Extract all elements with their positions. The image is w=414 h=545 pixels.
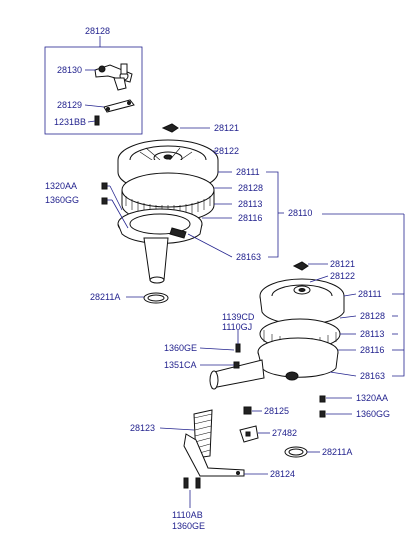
- label-28111-lower: 28111: [358, 289, 382, 299]
- label-28116-upper: 28116: [238, 213, 262, 223]
- label-1351CA: 1351CA: [164, 360, 197, 370]
- part-1231BB-screw: [94, 115, 100, 126]
- label-1360GG-upper: 1360GG: [45, 195, 79, 205]
- label-28121-upper: 28121: [214, 123, 239, 133]
- label-1360GG-lower: 1360GG: [356, 409, 390, 419]
- label-28128-lower: 28128: [360, 311, 385, 321]
- label-1139CD: 1139CD: [222, 312, 255, 322]
- label-28163-lower: 28163: [360, 371, 385, 381]
- part-1360GG-nut-upper: [101, 197, 108, 205]
- bracket-detail-box: [44, 36, 143, 135]
- label-1110AB: 1110AB: [172, 510, 203, 520]
- label-28129: 28129: [57, 100, 82, 110]
- label-1360GE: 1360GE: [164, 343, 197, 353]
- part-28124-support-bracket: [183, 433, 245, 477]
- label-27482: 27482: [272, 428, 297, 438]
- part-28116-housing-upper: [117, 208, 203, 284]
- label-28128-upper: 28128: [238, 183, 263, 193]
- label-28122-upper: 28122: [214, 146, 239, 156]
- label-1110GJ: 1110GJ: [222, 322, 252, 332]
- label-28111-upper: 28111: [236, 167, 260, 177]
- label-1231BB: 1231BB: [54, 117, 86, 127]
- label-28113-upper: 28113: [238, 199, 262, 209]
- upper-air-cleaner-assembly: [104, 123, 284, 304]
- label-1320AA-upper: 1320AA: [45, 181, 77, 191]
- part-1139CD-bolt: [235, 343, 241, 353]
- part-28125-clamp: [243, 406, 252, 415]
- label-28125: 28125: [264, 406, 289, 416]
- label-28130: 28130: [57, 65, 82, 75]
- part-1110AB-bolt: [183, 477, 201, 489]
- part-28129-strap: [103, 99, 135, 113]
- label-28123: 28123: [130, 423, 155, 433]
- label-28211A-lower: 28211A: [322, 447, 352, 457]
- part-28121-wing-nut-lower: [292, 261, 309, 271]
- label-28211A-upper: 28211A: [90, 292, 120, 302]
- label-28122-lower: 28122: [330, 271, 355, 281]
- part-28211A-gasket-upper: [143, 292, 169, 304]
- part-28116-housing-lower: [209, 337, 339, 390]
- part-1320AA-clip-upper: [101, 182, 108, 190]
- part-1351CA-grommet: [233, 361, 240, 369]
- part-28122-cover-lower: [259, 278, 345, 326]
- part-1320AA-clip-lower: [319, 395, 326, 403]
- lower-air-cleaner-assembly: [209, 213, 405, 390]
- label-28116-lower: 28116: [360, 345, 384, 355]
- detail-box-frame: [44, 46, 143, 135]
- label-28110: 28110: [288, 208, 312, 218]
- part-1360GG-nut-lower: [319, 410, 326, 418]
- label-28163-upper: 28163: [236, 252, 261, 262]
- part-labels: 28128 28130 28129 1231BB 28121 28122 132…: [45, 26, 390, 531]
- label-1320AA-lower: 1320AA: [356, 393, 388, 403]
- part-28211A-gasket-lower: [284, 446, 308, 458]
- part-28130-bracket: [94, 63, 133, 91]
- part-28121-wing-nut-upper: [161, 123, 179, 133]
- label-28121-lower: 28121: [330, 259, 355, 269]
- part-27482-bracket: [239, 425, 259, 443]
- label-1360GE-bottom: 1360GE: [172, 521, 205, 531]
- label-28124: 28124: [270, 469, 295, 479]
- label-28128-top: 28128: [85, 26, 110, 36]
- label-28113-lower: 28113: [360, 329, 384, 339]
